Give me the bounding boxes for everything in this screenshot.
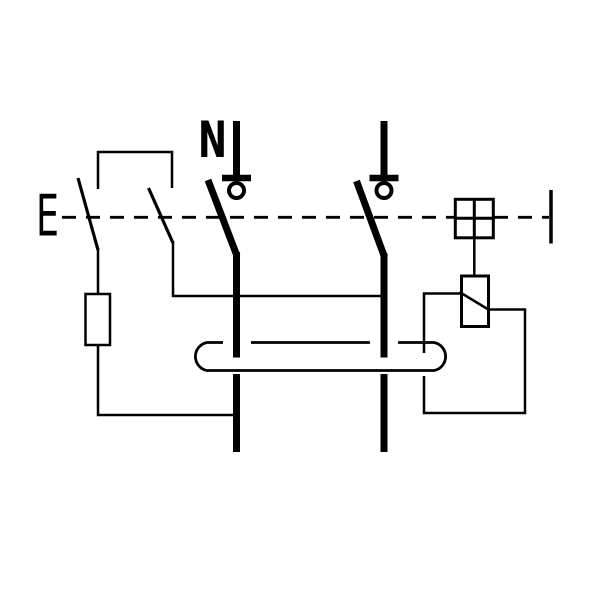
neutral-pole-fixed-contact xyxy=(227,181,246,200)
neutral-pole-contact-blade xyxy=(204,178,241,258)
test-switch-2-blade xyxy=(147,187,175,244)
test-circuit-top-link xyxy=(96,150,174,189)
current-transformer-toroid xyxy=(194,341,447,372)
sensing-winding-upper-lead xyxy=(422,292,462,353)
sensing-winding-lower-lead xyxy=(422,308,527,415)
label-e: E xyxy=(36,184,59,250)
test-switch-1-blade xyxy=(76,177,100,251)
test-resistor-wire xyxy=(96,345,236,417)
label-n: N xyxy=(198,111,227,169)
line-pole-contact-blade xyxy=(353,179,388,259)
test-switch-2-wire xyxy=(171,241,384,298)
trip-relay-diagonal xyxy=(458,290,491,312)
line-pole-fixed-contact xyxy=(374,181,394,200)
test-resistor xyxy=(84,292,112,347)
